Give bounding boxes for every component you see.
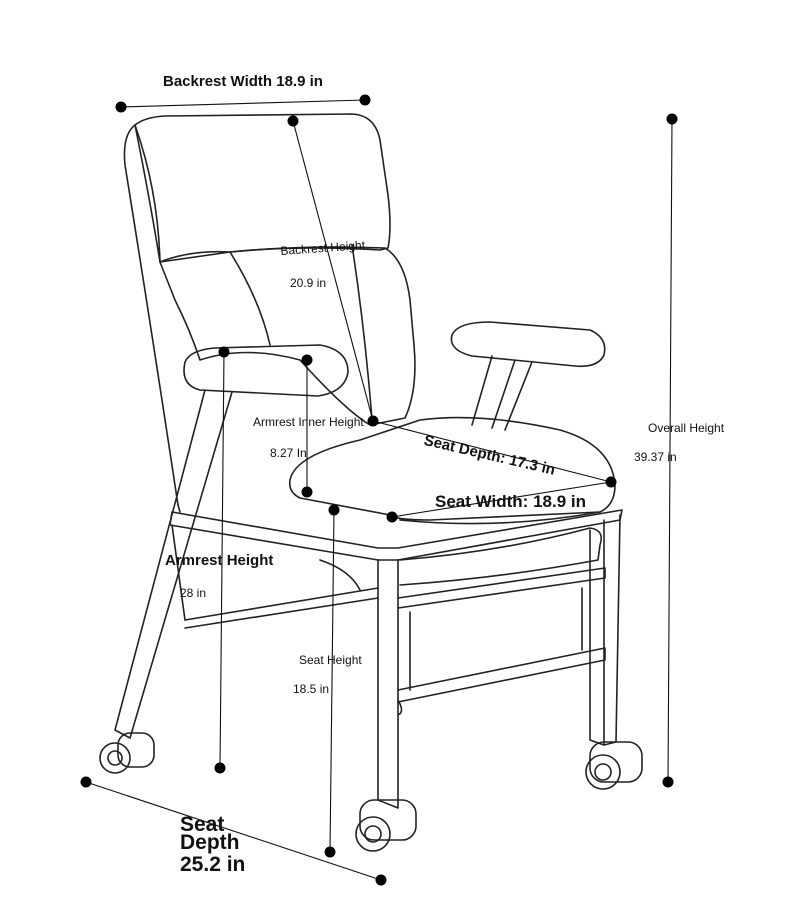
endpoint-dot [301, 354, 313, 366]
seat-frame-corner [177, 504, 181, 513]
caster-front-left [99, 732, 155, 774]
endpoint-dot [605, 476, 617, 488]
caster-right [585, 741, 643, 790]
value-seat-height: 18.5 in [293, 682, 330, 696]
dimension-endpoints [80, 94, 678, 886]
seat-pad-lower [399, 527, 603, 586]
right-rear-leg [603, 514, 621, 746]
dim-line-armrest-height [219, 351, 225, 769]
endpoint-dot [324, 846, 336, 858]
right-armrest-pad [450, 321, 606, 368]
endpoint-dot [214, 762, 226, 774]
dim-line-backrest-width [120, 99, 366, 108]
front-leg [377, 559, 399, 809]
value-armrest-height: 28 in [180, 586, 207, 600]
lumbar-seam [229, 251, 271, 346]
endpoint-dot [328, 504, 340, 516]
endpoint-dot [218, 346, 230, 358]
left-armrest-pad [183, 344, 349, 397]
backrest-lumbar-cushion [159, 246, 416, 426]
right-rear-leg-inner [589, 529, 605, 746]
seat-pad-curve [319, 559, 361, 591]
label-armrest-inner-height: Armrest Inner Height [253, 415, 364, 429]
dim-line-seat-depth-bottom [85, 781, 382, 881]
dim-line-backrest-height [292, 120, 374, 422]
chair-drawing [99, 113, 643, 852]
label-seat-depth-bottom-line1: Seat [180, 813, 225, 836]
endpoint-dot [359, 94, 371, 106]
label-seat-width: Seat Width: 18.9 in [435, 492, 586, 511]
dimension-lines [85, 99, 673, 881]
label-seat-height: Seat Height [299, 653, 362, 667]
endpoint-dot [386, 511, 398, 523]
value-seat-depth-bottom: 25.2 in [180, 853, 246, 876]
dim-line-overall-height [667, 118, 673, 783]
endpoint-dot [287, 115, 299, 127]
back-frame-left [123, 124, 179, 506]
side-stretcher [184, 587, 379, 629]
endpoint-dot [115, 101, 127, 113]
dim-line-seat-depth-top [372, 420, 612, 483]
endpoint-dot [80, 776, 92, 788]
endpoint-dot [666, 113, 678, 125]
back-frame-inner-edge [134, 124, 161, 263]
front-stretcher-lower [397, 647, 606, 703]
endpoint-dot [662, 776, 674, 788]
dim-line-seat-height [329, 509, 335, 853]
seat-cushion-bottom [399, 511, 601, 525]
left-armrest-support [114, 389, 233, 739]
backrest-crease [351, 244, 373, 421]
caster-front [355, 799, 417, 852]
dim-line-seat-width [391, 481, 612, 518]
label-overall-height: Overall Height [648, 421, 725, 435]
backrest-upper-cushion [134, 113, 391, 263]
left-rear-leg [171, 524, 186, 621]
value-overall-height: 39.37 in [634, 450, 677, 464]
front-stretcher-upper [397, 567, 606, 609]
endpoint-dot [301, 486, 313, 498]
value-backrest-height: 20.9 in [290, 276, 327, 290]
right-armrest-support [471, 355, 533, 431]
label-backrest-width: Backrest Width 18.9 in [163, 73, 323, 90]
label-seat-depth-bottom-line2: Depth [180, 831, 240, 854]
endpoint-dot [375, 874, 387, 886]
label-armrest-height: Armrest Height [165, 552, 274, 569]
stretcher-posts [409, 587, 583, 691]
rear-caster-hint [397, 699, 403, 716]
endpoint-dot [367, 415, 379, 427]
value-armrest-inner-height: 8.27 In [270, 446, 307, 460]
